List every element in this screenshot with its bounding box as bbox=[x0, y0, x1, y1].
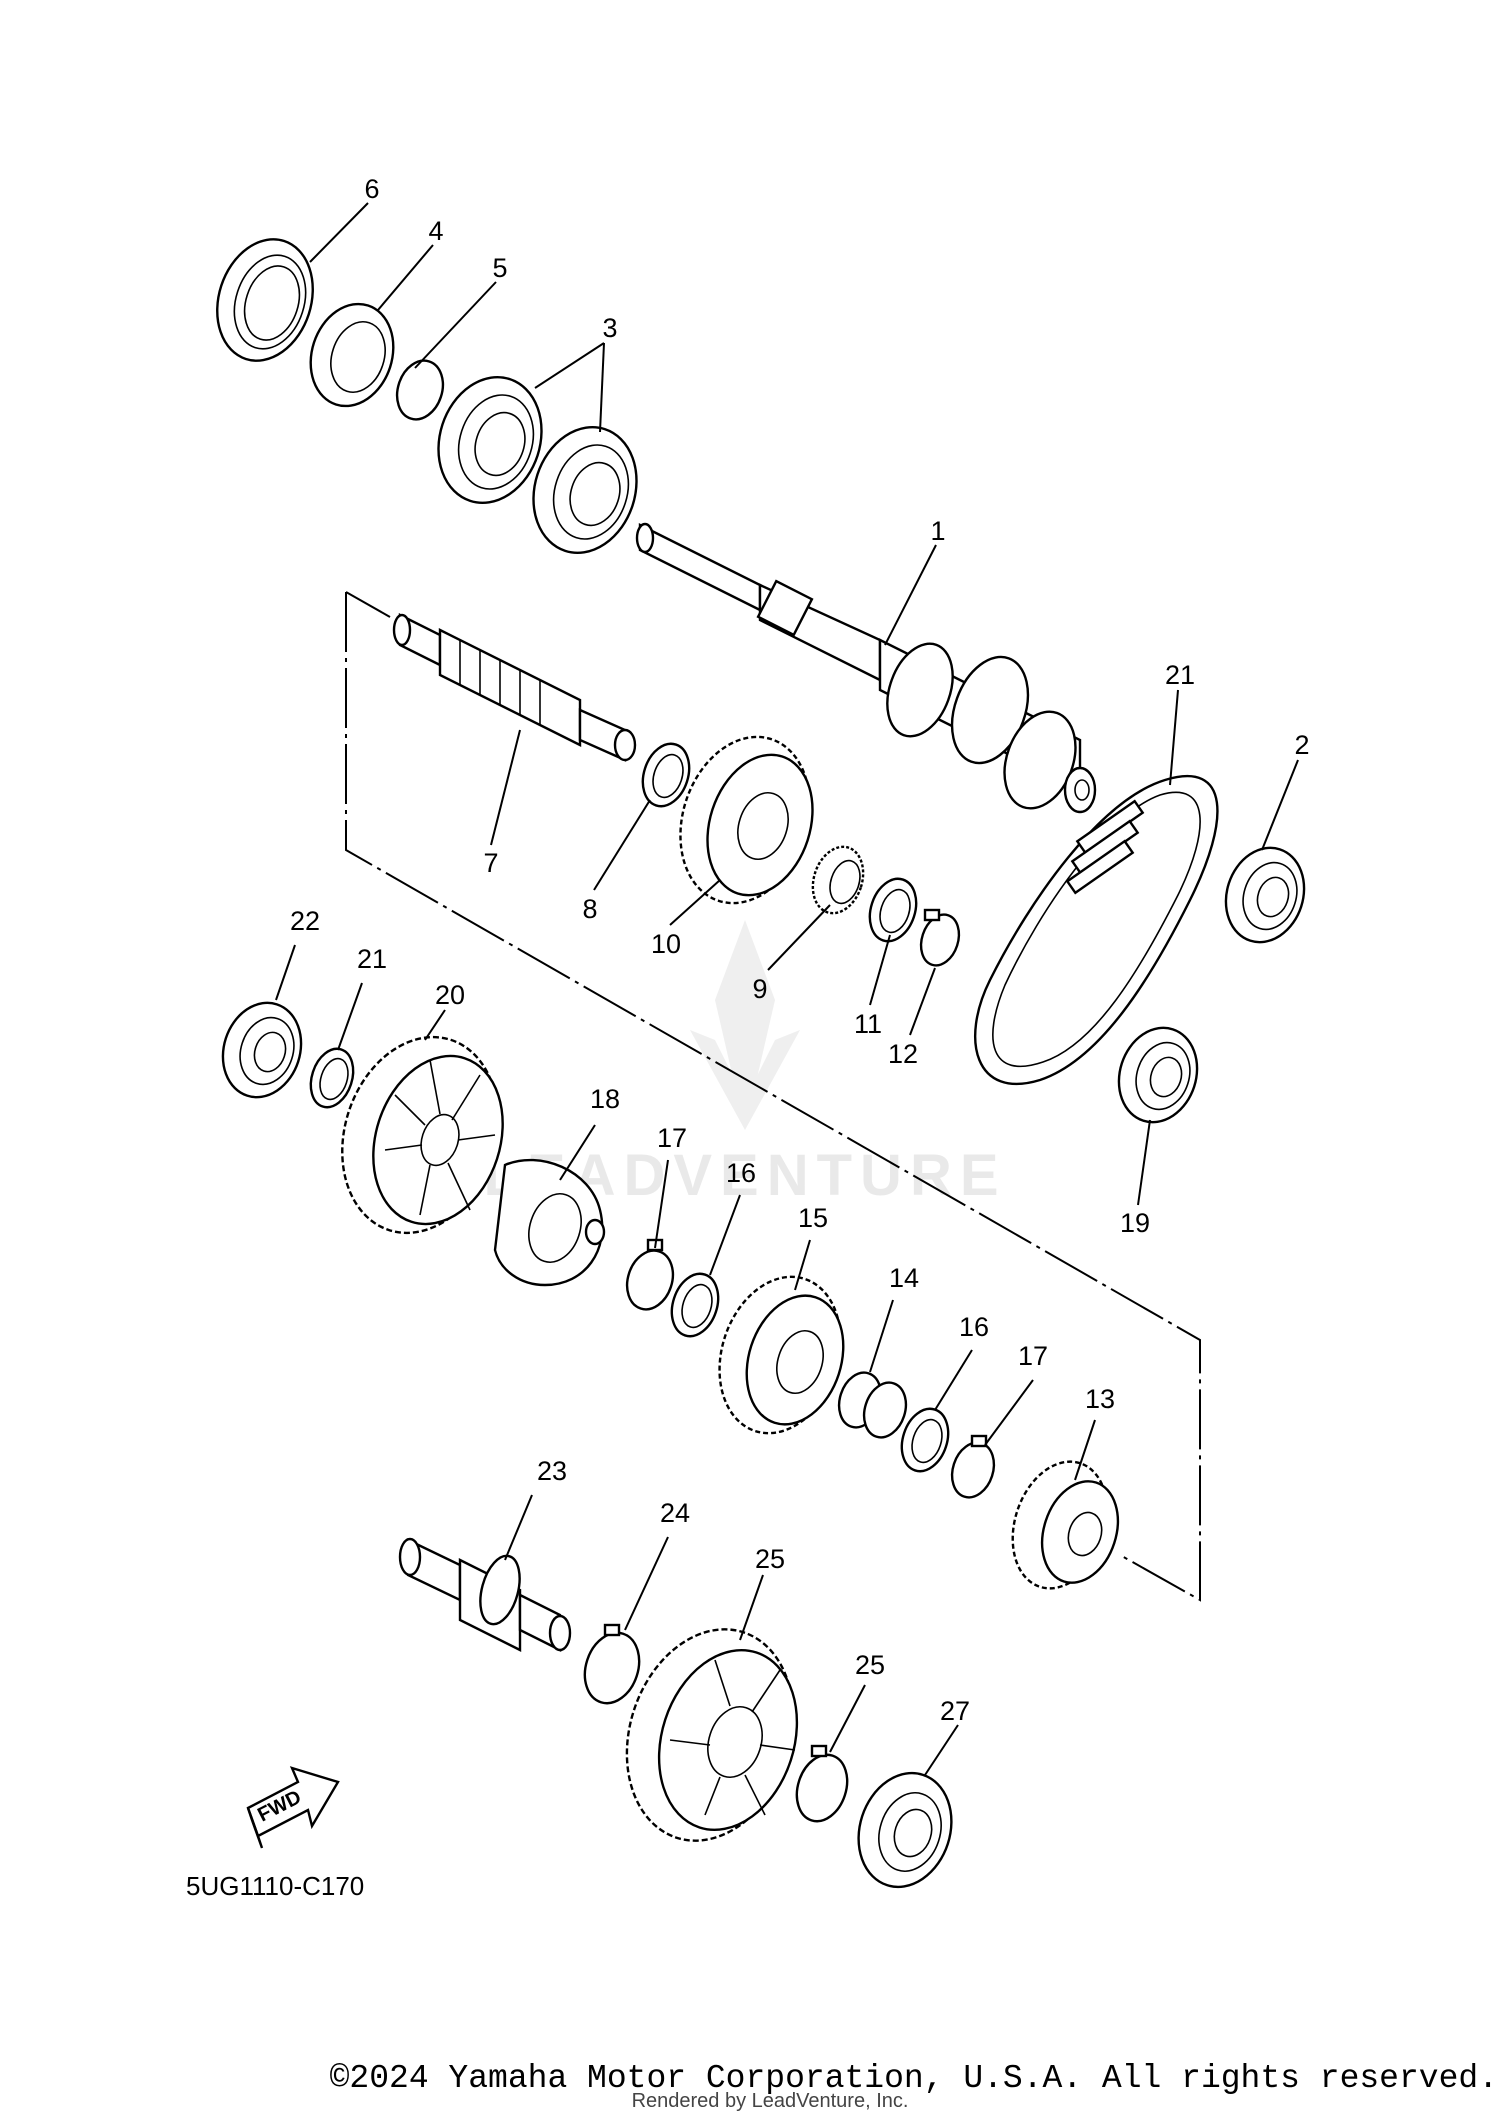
callout-labels: 6 4 5 3 1 21 2 7 8 10 9 11 12 19 22 21 2… bbox=[290, 174, 1310, 1726]
callout-22: 22 bbox=[290, 906, 320, 936]
part-22-bearing[interactable] bbox=[211, 993, 313, 1108]
callout-6: 6 bbox=[364, 174, 379, 204]
copyright-notice: ©2024 Yamaha Motor Corporation, U.S.A. A… bbox=[329, 2060, 1498, 2097]
callout-2: 2 bbox=[1294, 730, 1309, 760]
callout-21: 19 bbox=[1120, 1208, 1150, 1238]
fwd-arrow-icon: FWD bbox=[246, 1766, 340, 1849]
callout-14: 14 bbox=[889, 1263, 919, 1293]
callout-15: 15 bbox=[798, 1203, 828, 1233]
part-17-circlip-a[interactable] bbox=[620, 1238, 680, 1315]
part-25-circlip-b[interactable] bbox=[789, 1744, 856, 1828]
part-24-shaft[interactable] bbox=[398, 1537, 572, 1652]
part-15-gear[interactable] bbox=[700, 1261, 860, 1449]
part-9-needle-bearing[interactable] bbox=[805, 840, 872, 920]
rendered-by-credit: Rendered by LeadVenture, Inc. bbox=[631, 2090, 909, 2112]
callout-9: 9 bbox=[752, 974, 767, 1004]
callout-27: 27 bbox=[940, 1696, 970, 1726]
callout-25b: 25 bbox=[855, 1650, 885, 1680]
part-21-bearing[interactable] bbox=[1107, 1018, 1209, 1133]
callout-18: 18 bbox=[590, 1084, 620, 1114]
part-8-washer[interactable] bbox=[635, 738, 697, 812]
part-13-gear[interactable] bbox=[997, 1449, 1130, 1600]
part-3-bearing-a[interactable] bbox=[423, 364, 558, 517]
callout-16a: 16 bbox=[726, 1158, 756, 1188]
part-16-washer-b[interactable] bbox=[894, 1403, 956, 1477]
callout-8: 8 bbox=[582, 894, 597, 924]
assembly-bracket bbox=[345, 591, 1201, 1602]
callout-4: 4 bbox=[428, 216, 443, 246]
callout-23: 21 bbox=[1165, 660, 1195, 690]
callout-16b: 16 bbox=[959, 1312, 989, 1342]
part-3-bearing-b[interactable] bbox=[518, 414, 653, 567]
callout-7: 7 bbox=[483, 848, 498, 878]
callout-10: 10 bbox=[651, 929, 681, 959]
callout-12: 12 bbox=[888, 1039, 918, 1069]
leader-lines bbox=[275, 202, 1299, 1776]
part-6-oil-seal[interactable] bbox=[202, 227, 328, 373]
part-10-gear[interactable] bbox=[660, 720, 830, 920]
part-17-circlip-b[interactable] bbox=[945, 1434, 1000, 1503]
callout-19: 20 bbox=[435, 980, 465, 1010]
part-1-main-axle[interactable] bbox=[635, 522, 1097, 818]
part-19-gear[interactable] bbox=[318, 1017, 524, 1254]
part-27-bearing[interactable] bbox=[844, 1761, 965, 1899]
callout-24: 23 bbox=[537, 1456, 567, 1486]
callout-26: 25 bbox=[755, 1544, 785, 1574]
part-5-o-ring[interactable] bbox=[390, 355, 450, 426]
callout-25a: 24 bbox=[660, 1498, 690, 1528]
callout-17b: 17 bbox=[1018, 1341, 1048, 1371]
part-25-circlip-a[interactable] bbox=[576, 1623, 648, 1710]
part-7-drive-axle[interactable] bbox=[392, 613, 637, 762]
diagram-code: 5UG1110-C170 bbox=[186, 1871, 364, 1901]
part-16-washer-a[interactable] bbox=[664, 1268, 726, 1342]
part-14-collar[interactable] bbox=[832, 1367, 912, 1443]
callout-11: 11 bbox=[854, 1009, 882, 1039]
part-23-chain[interactable] bbox=[973, 774, 1219, 1086]
part-18-dog-clutch[interactable] bbox=[493, 1158, 606, 1287]
callout-20: 21 bbox=[357, 944, 387, 974]
callout-13: 13 bbox=[1085, 1384, 1115, 1414]
part-2-bearing[interactable] bbox=[1214, 838, 1316, 953]
part-20-washer[interactable] bbox=[304, 1043, 361, 1112]
callout-5: 5 bbox=[492, 253, 507, 283]
callout-17a: 17 bbox=[657, 1123, 687, 1153]
callout-3: 3 bbox=[602, 313, 617, 343]
part-11-washer[interactable] bbox=[862, 873, 924, 947]
part-4-collar[interactable] bbox=[298, 293, 406, 417]
part-12-circlip[interactable] bbox=[915, 908, 965, 971]
callout-1: 1 bbox=[930, 516, 945, 546]
